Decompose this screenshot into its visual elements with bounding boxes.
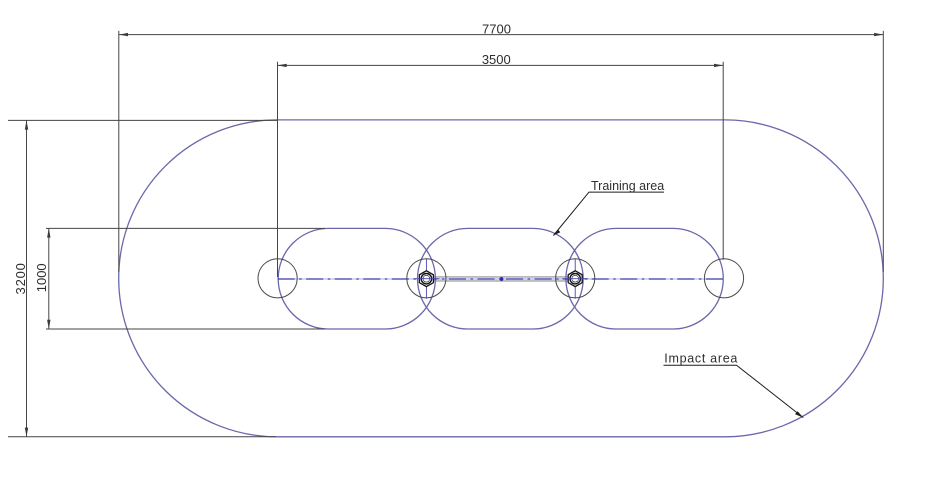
- svg-text:7700: 7700: [482, 22, 511, 37]
- svg-text:3500: 3500: [482, 52, 511, 67]
- svg-text:3200: 3200: [13, 262, 28, 294]
- svg-text:1000: 1000: [34, 263, 49, 292]
- svg-text:Impact area: Impact area: [664, 352, 738, 366]
- svg-text:Training area: Training area: [591, 179, 664, 193]
